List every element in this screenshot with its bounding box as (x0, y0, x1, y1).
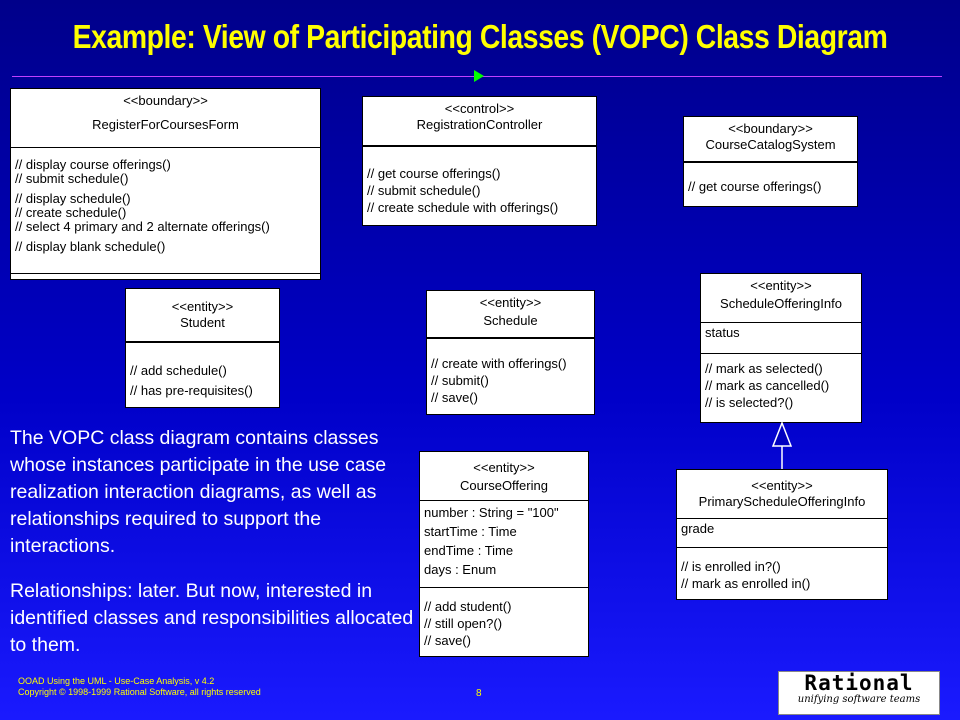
class-registration-controller[interactable]: <<control>> RegistrationController // ge… (362, 96, 597, 226)
page-number: 8 (476, 688, 482, 699)
class-name: CourseCatalogSystem (705, 137, 836, 152)
class-name: Student (180, 315, 225, 330)
class-attributes: number : String = "100" startTime : Time… (420, 501, 588, 588)
body-paragraph: The VOPC class diagram contains classes … (10, 427, 387, 557)
slide-title: Example: View of Participating Classes (… (72, 18, 888, 55)
stereotype: <<entity>> (750, 278, 812, 293)
class-header: <<entity>> ScheduleOfferingInfo (701, 274, 861, 323)
operation: // mark as enrolled in() (681, 576, 811, 591)
play-arrow-icon (474, 70, 484, 82)
operation: // save() (424, 633, 471, 648)
operation: // still open?() (424, 616, 503, 631)
class-operations: // get course offerings() (684, 169, 857, 199)
class-header: <<boundary>> CourseCatalogSystem (684, 117, 857, 162)
operation: // has pre-requisites() (130, 383, 253, 398)
class-attributes: grade (677, 519, 887, 548)
footer: OOAD Using the UML - Use-Case Analysis, … (18, 676, 261, 698)
class-operations: // mark as selected() // mark as cancell… (701, 354, 861, 415)
operation: // display course offerings() (15, 157, 171, 172)
class-course-offering[interactable]: <<entity>> CourseOffering number : Strin… (419, 451, 589, 657)
class-divider (684, 162, 857, 169)
class-divider (11, 273, 320, 274)
class-name: PrimaryScheduleOfferingInfo (698, 494, 866, 509)
operation: // create schedule() (15, 205, 127, 220)
class-name: CourseOffering (460, 478, 548, 493)
class-operations: // is enrolled in?() // mark as enrolled… (677, 548, 887, 596)
operation: // display schedule() (15, 191, 131, 206)
operation: // add schedule() (130, 363, 227, 378)
class-operations: // add schedule() // has pre-requisites(… (126, 349, 279, 405)
class-attributes: status (701, 323, 861, 354)
class-header: <<entity>> Schedule (427, 291, 594, 338)
operation: // submit schedule() (15, 171, 129, 186)
generalization-arrowhead-icon (771, 420, 793, 447)
class-divider (427, 338, 594, 345)
stereotype: <<control>> (444, 101, 515, 116)
class-divider (363, 146, 596, 153)
operation: // add student() (424, 599, 512, 614)
rational-logo: Rational unifying software teams (778, 671, 940, 715)
class-header: <<entity>> PrimaryScheduleOfferingInfo (677, 470, 887, 519)
class-course-catalog-system[interactable]: <<boundary>> CourseCatalogSystem // get … (683, 116, 858, 207)
class-schedule[interactable]: <<entity>> Schedule // create with offer… (426, 290, 595, 415)
class-schedule-offering-info[interactable]: <<entity>> ScheduleOfferingInfo status /… (700, 273, 862, 423)
stereotype: <<entity>> (751, 478, 813, 493)
operation: // get course offerings() (688, 179, 822, 194)
attribute: startTime : Time (424, 524, 517, 539)
class-name: RegistrationController (416, 117, 543, 132)
attribute: number : String = "100" (424, 505, 559, 520)
class-header: <<boundary>> RegisterForCoursesForm (11, 89, 320, 148)
class-operations: // create with offerings() // submit() /… (427, 345, 594, 410)
class-register-for-courses-form[interactable]: <<boundary>> RegisterForCoursesForm // d… (10, 88, 321, 280)
class-header: <<entity>> Student (126, 289, 279, 342)
class-operations: // get course offerings() // submit sche… (363, 153, 596, 220)
attribute: status (705, 325, 740, 340)
footer-copyright: Copyright © 1998-1999 Rational Software,… (18, 687, 261, 697)
class-name: ScheduleOfferingInfo (720, 296, 842, 311)
class-name: RegisterForCoursesForm (92, 117, 239, 132)
operation: // create with offerings() (431, 356, 567, 371)
class-primary-schedule-offering-info[interactable]: <<entity>> PrimaryScheduleOfferingInfo g… (676, 469, 888, 600)
stereotype: <<boundary>> (123, 93, 208, 108)
stereotype: <<entity>> (479, 295, 542, 310)
operation: // create schedule with offerings() (367, 200, 559, 215)
stereotype: <<entity>> (171, 299, 234, 314)
body-paragraph: Relationships: later. But now, intereste… (10, 580, 414, 656)
attribute: days : Enum (424, 562, 497, 577)
operation: // submit schedule() (367, 183, 481, 198)
logo-name: Rational (804, 671, 914, 695)
class-header: <<entity>> CourseOffering (420, 452, 588, 501)
attribute: endTime : Time (424, 543, 514, 558)
class-header: <<control>> RegistrationController (363, 97, 596, 146)
operation: // is selected?() (705, 395, 794, 410)
stereotype: <<entity>> (473, 460, 535, 475)
attribute: grade (681, 521, 715, 536)
operation: // save() (431, 390, 478, 405)
logo-tagline: unifying software teams (797, 694, 921, 705)
operation: // mark as selected() (705, 361, 823, 376)
class-operations: // display course offerings() // submit … (11, 148, 320, 258)
class-name: Schedule (483, 313, 538, 328)
class-divider (126, 342, 279, 349)
operation: // get course offerings() (367, 166, 501, 181)
operation: // mark as cancelled() (705, 378, 830, 393)
body-text: The VOPC class diagram contains classes … (10, 425, 420, 677)
operation: // select 4 primary and 2 alternate offe… (15, 219, 270, 234)
operation: // display blank schedule() (15, 239, 166, 254)
footer-course: OOAD Using the UML - Use-Case Analysis, … (18, 676, 215, 686)
operation: // submit() (431, 373, 489, 388)
class-student[interactable]: <<entity>> Student // add schedule() // … (125, 288, 280, 408)
operation: // is enrolled in?() (681, 559, 781, 574)
stereotype: <<boundary>> (728, 121, 813, 136)
class-operations: // add student() // still open?() // sav… (420, 588, 588, 653)
